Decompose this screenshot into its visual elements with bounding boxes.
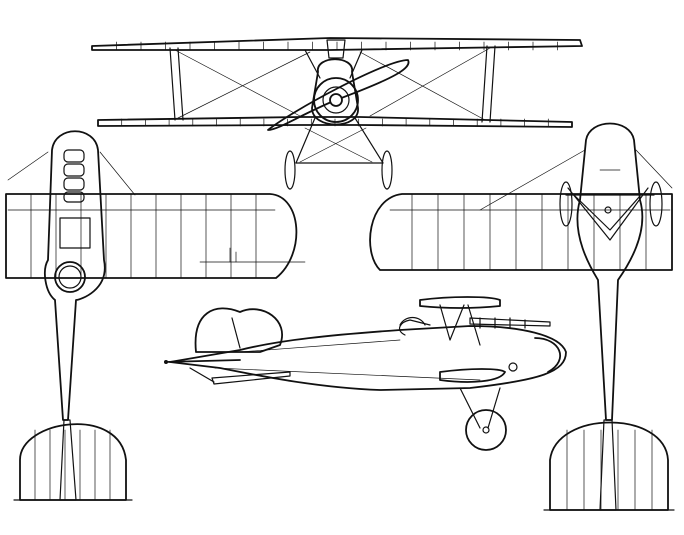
side-lower-wing (439, 368, 506, 383)
top-view-fuselage (44, 130, 106, 421)
cockpit-top (59, 217, 91, 249)
cockpit-opening (54, 261, 86, 293)
front-view (91, 37, 583, 190)
side-wheel (465, 409, 507, 451)
bottom-view (369, 122, 675, 511)
fin-rudder (194, 307, 283, 353)
side-landing-gear (459, 387, 507, 451)
side-view (164, 296, 567, 451)
side-view-fuselage (169, 325, 567, 391)
bottom-view-wing-ribs (411, 193, 647, 271)
top-view-tail-ribs (34, 429, 111, 501)
landing-gear-front (284, 117, 393, 190)
bottom-view-wing (369, 193, 673, 271)
bottom-view-tail-ribs (566, 429, 653, 511)
interplane-struts (169, 45, 496, 123)
wheel-left (284, 150, 296, 190)
bottom-view-tailplane (549, 421, 669, 511)
side-upper-wing (419, 296, 501, 309)
wheel-bottom-left (559, 181, 573, 227)
top-view-wing (5, 193, 298, 279)
propeller-front (267, 59, 410, 131)
spinner-side (534, 337, 561, 373)
front-upper-wing-ribs (116, 41, 558, 51)
top-view-tailplane (19, 423, 127, 501)
machine-guns (469, 317, 551, 329)
bottom-view-fuselage (576, 122, 644, 421)
front-lower-wing (97, 116, 573, 128)
engine-cylinders (63, 149, 85, 203)
wheel-bottom-right (649, 181, 663, 227)
wheel-right (381, 150, 393, 190)
front-upper-wing (91, 37, 583, 51)
top-view (5, 130, 306, 501)
top-view-wing-ribs (30, 193, 257, 279)
